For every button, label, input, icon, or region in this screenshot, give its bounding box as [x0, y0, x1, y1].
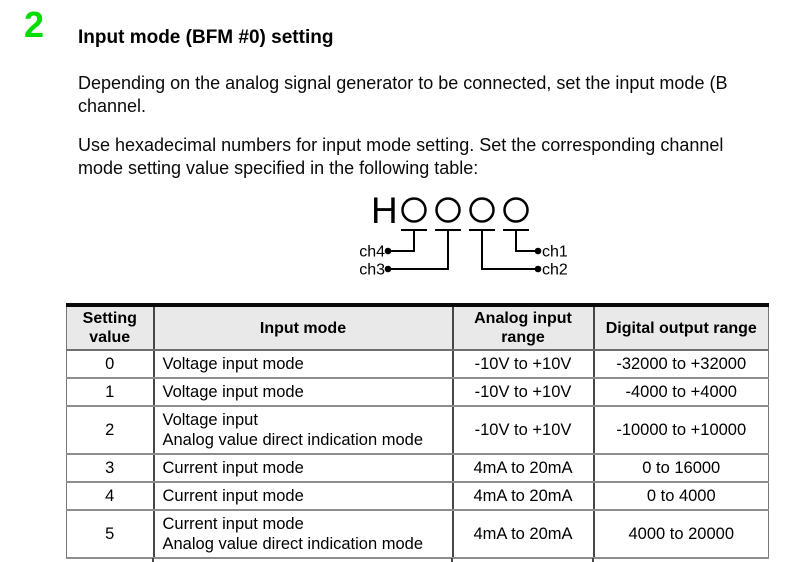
bullet-ch2 — [534, 265, 542, 273]
bullet-ch1 — [534, 247, 542, 255]
grid-stub-col1 — [152, 558, 154, 562]
input-mode-line2: Analog value direct indication mode — [162, 431, 424, 449]
cell-setting-value: 5 — [66, 510, 154, 559]
cell-input-mode: Current input mode — [152, 482, 453, 511]
cell-setting-value: 3 — [66, 454, 154, 483]
input-mode-table: Setting value Input mode Analog input ra… — [66, 303, 769, 559]
table-row-1: 1 Voltage input mode -10V to +10V -4000 … — [66, 378, 769, 407]
table-row-4: 4 Current input mode 4mA to 20mA 0 to 40… — [66, 482, 769, 511]
input-mode-line1: Voltage input mode — [162, 383, 304, 401]
bullet-ch3 — [384, 265, 392, 273]
input-mode-line1: Current input mode — [162, 459, 304, 477]
header-setting-value: Setting value — [66, 305, 154, 351]
channel-label-ch3: ch3 — [359, 262, 385, 279]
paragraph-hex-line2: mode setting value specified in the foll… — [78, 158, 479, 178]
cell-setting-value: 2 — [66, 406, 154, 455]
cell-setting-value: 1 — [66, 378, 154, 407]
input-mode-line1: Voltage input — [162, 411, 258, 429]
paragraph-hex: Use hexadecimal numbers for input mode s… — [78, 134, 723, 180]
cell-analog-range: -10V to +10V — [451, 350, 594, 379]
paragraph-intro-line2: channel. — [78, 96, 147, 116]
table-row-0: 0 Voltage input mode -10V to +10V -32000… — [66, 350, 769, 379]
digit-circle-ch1 — [503, 197, 529, 223]
table-header-row: Setting value Input mode Analog input ra… — [66, 305, 769, 351]
cell-analog-range: 4mA to 20mA — [451, 482, 594, 511]
cell-digital-range: 0 to 4000 — [592, 482, 769, 511]
paragraph-intro: Depending on the analog signal generator… — [78, 72, 727, 118]
grid-stub-col3 — [592, 558, 594, 562]
cell-input-mode: Voltage input mode — [152, 350, 453, 379]
hex-digit-channel-diagram: H ch4 ch3 ch1 ch2 — [330, 186, 590, 286]
input-mode-line1: Current input mode — [162, 515, 304, 533]
digit-circle-ch3 — [435, 197, 461, 223]
channel-connector-lines — [388, 230, 538, 270]
hex-diagram-graphic: H ch4 ch3 ch1 ch2 — [359, 190, 568, 279]
section-number: 2 — [24, 4, 45, 45]
cell-analog-range: -10V to +10V — [451, 378, 594, 407]
header-analog-input-range: Analog input range — [451, 305, 594, 351]
cell-analog-range: 4mA to 20mA — [451, 454, 594, 483]
cell-setting-value: 4 — [66, 482, 154, 511]
bullet-ch4 — [384, 247, 392, 255]
input-mode-line1: Voltage input mode — [162, 355, 304, 373]
channel-label-ch4: ch4 — [359, 244, 385, 261]
page-title: Input mode (BFM #0) setting — [78, 27, 334, 48]
input-mode-line1: Current input mode — [162, 487, 304, 505]
cell-analog-range: -10V to +10V — [451, 406, 594, 455]
cell-analog-range: 4mA to 20mA — [451, 510, 594, 559]
cell-input-mode: Current input mode — [152, 454, 453, 483]
grid-stub-col2 — [451, 558, 453, 562]
channel-label-ch1: ch1 — [542, 244, 568, 261]
digit-circle-ch2 — [469, 197, 495, 223]
cell-digital-range: 4000 to 20000 — [592, 510, 769, 559]
paragraph-intro-line1: Depending on the analog signal generator… — [78, 73, 728, 93]
cell-input-mode: Voltage input mode — [152, 378, 453, 407]
channel-label-ch2: ch2 — [542, 262, 568, 279]
digit-circle-ch4 — [401, 197, 427, 223]
cell-digital-range: -4000 to +4000 — [592, 378, 769, 407]
input-mode-line2: Analog value direct indication mode — [162, 535, 424, 553]
cell-setting-value: 0 — [66, 350, 154, 379]
hex-prefix-label: H — [371, 190, 398, 231]
paragraph-hex-line1: Use hexadecimal numbers for input mode s… — [78, 135, 724, 155]
cell-digital-range: -10000 to +10000 — [592, 406, 769, 455]
header-digital-output-range: Digital output range — [592, 305, 769, 351]
table-row-3: 3 Current input mode 4mA to 20mA 0 to 16… — [66, 454, 769, 483]
cell-digital-range: 0 to 16000 — [592, 454, 769, 483]
header-input-mode: Input mode — [152, 305, 453, 351]
cell-digital-range: -32000 to +32000 — [592, 350, 769, 379]
